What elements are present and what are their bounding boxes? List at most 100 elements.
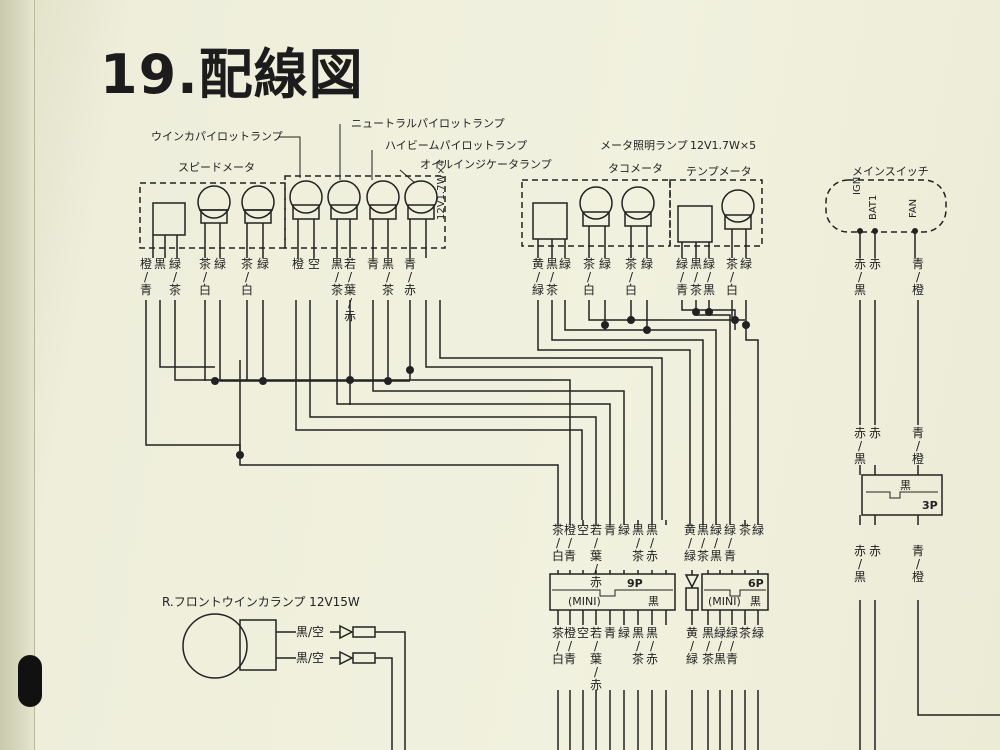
wire-code-tach-wires-3: 茶/白 (582, 257, 595, 297)
wire-code-tach-wires-2: 緑 (558, 257, 571, 271)
wire-code-conn6-bottom-5: 緑 (751, 626, 764, 640)
wire-code-conn9-top-6: 黒/茶 (631, 523, 644, 563)
speedometer-meter (152, 202, 186, 236)
connector-3p-pins: 3P (922, 499, 938, 512)
wire-code-conn9-top-0: 茶/白 (551, 523, 564, 563)
harness-left (145, 300, 663, 520)
wire-code-conn9-bottom-3: 若/葉/赤 (589, 626, 602, 692)
label-main-switch: メインスイッチ (852, 165, 929, 178)
wire-code-conn6-bottom-2: 緑/黒 (713, 626, 726, 666)
speedometer-lamps (197, 185, 275, 224)
binding-hole (18, 655, 42, 707)
main-switch-housing (825, 179, 947, 233)
wire-code-temp-wires-1: 黒/茶 (689, 257, 702, 297)
wire-code-tach-wires-6: 緑 (640, 257, 653, 271)
wire-code-conn9-top-5: 緑 (617, 523, 630, 537)
indicator-lamps (289, 180, 438, 220)
indicator-spec: 12V1.7W×4 (436, 159, 447, 220)
connector-3p-color: 黒 (900, 479, 911, 492)
leader-lines (278, 124, 416, 184)
wire-code-conn9-bottom-4: 青 (603, 626, 616, 640)
wire-code-temp-wires-3: 茶/白 (725, 257, 738, 297)
connector-6p (701, 573, 769, 611)
label-winker-pilot: ウインカパイロットランプ (151, 130, 283, 143)
wire-code-top-wires-8: 空 (307, 257, 320, 271)
label-front-winker: R.フロントウインカランプ 12V15W (162, 595, 360, 609)
wire-code-conn3-wires-bottom-0: 赤/黒 (853, 544, 866, 584)
wire-code-top-wires-5: 茶/白 (240, 257, 253, 297)
harness-switch (859, 300, 1000, 750)
wire-code-conn9-bottom-1: 橙/青 (563, 626, 576, 666)
wire-code-temp-wires-0: 緑/青 (675, 257, 688, 297)
speedometer-housing (139, 182, 286, 249)
wire-code-switch-wires-0: 赤/黒 (853, 257, 866, 297)
connector-9p-type: (MINI) (568, 595, 601, 608)
wire-code-conn3-wires-bottom-1: 赤 (868, 544, 881, 558)
wire-code-conn9-bottom-6: 黒/茶 (631, 626, 644, 666)
wire-code-temp-wires-4: 緑 (739, 257, 752, 271)
tachometer-meter (532, 202, 568, 240)
binding-edge (0, 0, 35, 750)
wire-code-top-wires-4: 緑 (213, 257, 226, 271)
wire-code-conn9-top-7: 黒/赤 (645, 523, 658, 563)
wire-code-top-wires-2: 緑/茶 (168, 257, 181, 297)
connector-single-arrow (684, 574, 700, 589)
label-tachometer: タコメータ (608, 162, 663, 175)
connector-9p (549, 573, 676, 611)
connector-single (685, 587, 699, 611)
connector-6p-color: 黒 (750, 595, 761, 608)
junction-dots (211, 228, 918, 459)
wire-code-top-wires-12: 黒/茶 (381, 257, 394, 297)
wire-code-switch-wires-2: 青/橙 (911, 257, 924, 297)
wire-code-conn9-bottom-7: 黒/赤 (645, 626, 658, 666)
connector-feed (557, 520, 759, 575)
wire-code-conn9-bottom-2: 空 (576, 626, 589, 640)
wire-code-conn6-bottom-1: 黒/茶 (701, 626, 714, 666)
wire-code-tach-wires-0: 黄/緑 (531, 257, 544, 297)
harness-right (537, 300, 759, 520)
tachometer-lamps (579, 186, 655, 227)
label-neutral-pilot: ニュートラルパイロットランプ (351, 117, 505, 130)
wire-code-top-wires-13: 青/赤 (403, 257, 416, 297)
wire-code-top-wires-6: 緑 (256, 257, 269, 271)
wire-code-conn9-bottom-0: 茶/白 (551, 626, 564, 666)
wire-code-conn9-bottom-5: 緑 (617, 626, 630, 640)
wire-code-conn9-top-2: 空 (576, 523, 589, 537)
wire-code-conn6-top-4: 茶 (738, 523, 751, 537)
tempmeter-meter (677, 205, 713, 243)
wire-code-conn3-wires-top-2: 青/橙 (911, 426, 924, 466)
wire-code-conn3-wires-bottom-2: 青/橙 (911, 544, 924, 584)
harness-lower (557, 610, 759, 750)
wire-code-tach-wires-1: 黒/茶 (545, 257, 558, 297)
label-meter-light-spec: 12V1.7W×5 (690, 139, 757, 152)
connector-9p-pins: 9P (627, 577, 643, 590)
wire-code-conn6-bottom-3: 緑/青 (725, 626, 738, 666)
wire-code-conn6-top-0: 黄/緑 (683, 523, 696, 563)
tempmeter-housing (669, 179, 763, 247)
wire-code-top-wires-9: 黒/茶 (330, 257, 343, 297)
connector-9p-color: 黒 (648, 595, 659, 608)
label-highbeam-pilot: ハイビームパイロットランプ (385, 139, 528, 152)
wire-code-conn6-bottom-0: 黄/緑 (685, 626, 698, 666)
switch-terminal-fan: FAN (908, 198, 919, 218)
wire-code-conn9-top-1: 橙/青 (563, 523, 576, 563)
wire-code-conn6-top-5: 緑 (751, 523, 764, 537)
switch-terminal-bat1: BAT1 (868, 194, 879, 220)
wire-code-top-wires-10: 若/葉/赤 (343, 257, 356, 323)
wire-code-conn3-wires-top-0: 赤/黒 (853, 426, 866, 466)
wire-code-conn6-top-1: 黒/茶 (696, 523, 709, 563)
label-speedometer: スピードメータ (178, 161, 255, 174)
wire-code-conn9-top-4: 青 (603, 523, 616, 537)
connector-3p (861, 474, 943, 516)
wire-code-tach-wires-4: 緑 (598, 257, 611, 271)
tempmeter-lamp (721, 189, 755, 230)
wire-code-temp-wires-2: 緑/黒 (702, 257, 715, 297)
label-meter-light: メータ照明ランプ (600, 139, 688, 152)
wire-code-tach-wires-5: 茶/白 (624, 257, 637, 297)
wire-code-conn6-bottom-4: 茶 (738, 626, 751, 640)
label-temp-meter: テンプメータ (686, 165, 752, 178)
indicator-housing (284, 175, 446, 249)
winker-wire-2: 黒/空 (296, 651, 325, 665)
